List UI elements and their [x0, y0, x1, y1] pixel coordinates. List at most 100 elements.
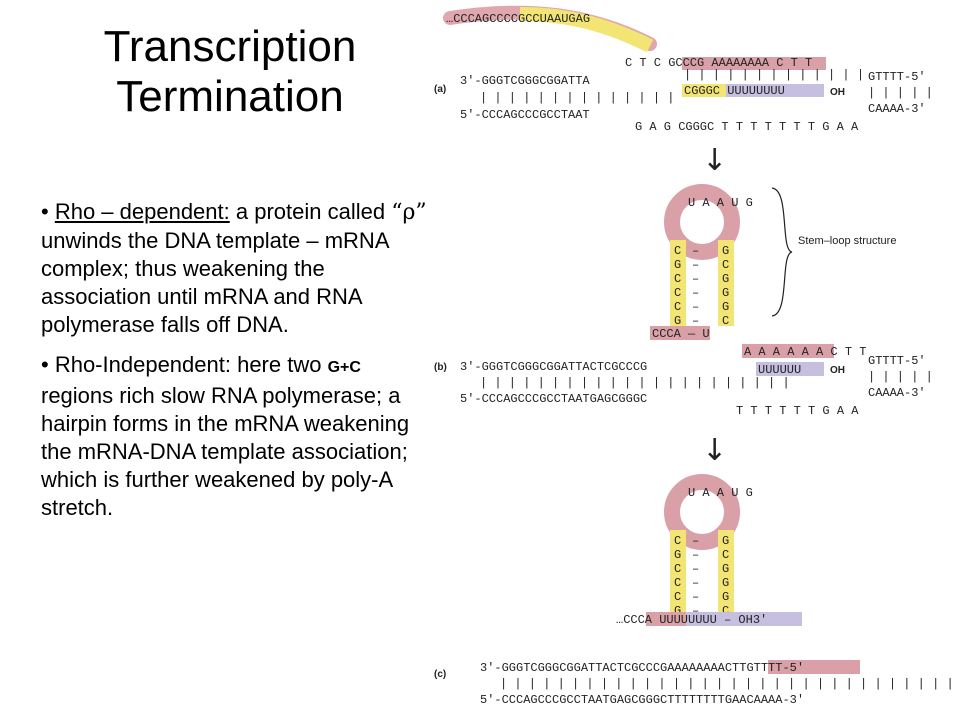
- bullet-text-part: Rho-Independent: here two: [54, 352, 328, 377]
- stem-pair-dash: –: [692, 314, 699, 328]
- rna-ribbon-yellow: [519, 7, 654, 53]
- stem-left-c: [670, 530, 686, 618]
- stem-pair-dash: –: [692, 548, 699, 562]
- stem-pair-dash: –: [692, 300, 699, 314]
- stem-base-right: G: [722, 300, 729, 314]
- stem-base-right: G: [722, 590, 729, 604]
- panel-c: (c) U A A U G C–G–C–C–C–G–GCGGGC …CCCA U…: [434, 474, 960, 707]
- poly-a-highlight-c: [768, 660, 860, 674]
- rna-sequence-a: …CCCAGCCCCGCCUAAUGAG: [446, 12, 590, 26]
- stem-base-left: G: [674, 258, 681, 272]
- poly-a-highlight-a: [682, 57, 826, 70]
- stem-left-b: [670, 240, 686, 326]
- tail-pink-c: [646, 612, 686, 626]
- stem-base-left: G: [674, 314, 681, 328]
- oh-label-b: OH: [830, 365, 845, 376]
- stem-loop-annotation: Stem–loop structure: [798, 235, 896, 247]
- stem-bases-b: C–G–C–C–C–G–GCGGGC: [674, 244, 729, 328]
- bullet-rho-dependent: • Rho – dependent: a protein called “ρ” …: [41, 199, 427, 337]
- oh-label-a: OH: [830, 87, 845, 98]
- template-top-c: 3'-GGGTCGGGCGGATTACTCGCCCGAAAAAAAACTTGTT…: [480, 661, 804, 675]
- right-bottom-b: CAAAA-3': [868, 386, 926, 400]
- stem-right-b: [718, 240, 734, 326]
- tail-poly-u-c: [686, 612, 802, 626]
- stem-base-left: C: [674, 244, 681, 258]
- stem-base-right: G: [722, 562, 729, 576]
- stem-base-left: C: [674, 534, 681, 548]
- stem-base-b: CCCA — U: [652, 327, 710, 341]
- stem-base-right: G: [722, 244, 729, 258]
- coding-bottom-c: 5'-CCCAGCCCGCCTAATGAGCGGGCTTTTTTTTGAACAA…: [480, 693, 804, 707]
- panel-a: (a) …CCCAGCCCCGCCUAAUGAG C T C GCCCG AAA…: [434, 5, 933, 134]
- template-top-b: 3'-GGGTCGGGCGGATTACTCGCCCG: [460, 360, 647, 374]
- stem-base-right: C: [722, 604, 729, 618]
- base-pair-ticks-b: | | | | | | | | | | | | | | | | | | | | …: [480, 376, 790, 390]
- stem-pair-dash: –: [692, 590, 699, 604]
- bottom-strand-a: G A G CGGGC T T T T T T T G A A: [635, 120, 859, 134]
- panel-b: (b) U A A U G C–G–C–C–C–G–GCGGGC CCCA — …: [434, 184, 933, 418]
- stem-base-left: G: [674, 604, 681, 618]
- panel-c-label: (c): [434, 669, 446, 680]
- stem-base-left: C: [674, 300, 681, 314]
- stem-base-right: G: [722, 576, 729, 590]
- template-top-a: 3'-GGGTCGGGCGGATTA: [460, 74, 590, 88]
- arrow-down-icon: ↓: [702, 433, 727, 468]
- bullet-rho-independent: • Rho-Independent: here two G+C regions …: [41, 352, 410, 520]
- rna-paired-a: CGGGC UUUUUUUU: [684, 84, 785, 98]
- rho-symbol: “ρ”: [391, 200, 427, 225]
- stem-base-right: G: [722, 286, 729, 300]
- poly-u-highlight-b: [756, 362, 824, 376]
- stem-pair-dash: –: [692, 258, 699, 272]
- loop-seq-b: U A A U G: [688, 196, 753, 210]
- arrow-down-icon: ↓: [702, 143, 727, 178]
- bullet-text-part: regions rich slow RNA polymerase; a hair…: [41, 383, 410, 520]
- stem-base-left: C: [674, 562, 681, 576]
- bullet-text-part: a protein called: [229, 199, 392, 224]
- stem-base-right: C: [722, 258, 729, 272]
- loop-b: [664, 184, 740, 260]
- panel-a-label: (a): [434, 84, 446, 95]
- stem-pair-dash: –: [692, 244, 699, 258]
- stem-pair-dash: –: [692, 604, 699, 618]
- base-pair-ticks-c: | | | | | | | | | | | | | | | | | | | | …: [500, 677, 960, 691]
- termination-figure: (a) …CCCAGCCCCGCCUAAUGAG C T C GCCCG AAA…: [420, 0, 960, 720]
- stem-base-right: G: [722, 534, 729, 548]
- title-line-2: Termination: [116, 72, 344, 121]
- bubble-top-b: A A A A A A C T T: [744, 345, 866, 359]
- stem-base-left: C: [674, 590, 681, 604]
- stem-base-left: G: [674, 548, 681, 562]
- stem-base-left: C: [674, 286, 681, 300]
- bullet-list: • Rho – dependent: a protein called “ρ” …: [41, 198, 431, 534]
- stem-pair-dash: –: [692, 534, 699, 548]
- gc-highlight-a: [682, 84, 726, 97]
- coding-bottom-a: 5'-CCCAGCCCGCCTAAT: [460, 108, 590, 122]
- right-ticks-b: | | | | |: [868, 370, 933, 384]
- stem-base-left: C: [674, 272, 681, 286]
- bubble-top-a: C T C GCCCG AAAAAAAA C T T: [625, 56, 812, 70]
- stem-pair-dash: –: [692, 286, 699, 300]
- gc-label: G+C: [327, 359, 361, 376]
- stem-base-right: C: [722, 548, 729, 562]
- rna-paired-b: UUUUUU: [758, 363, 801, 377]
- bullet-text-part: unwinds the DNA template – mRNA complex;…: [41, 228, 389, 337]
- loop-c: [664, 474, 740, 550]
- right-bottom-a: CAAAA-3': [868, 102, 926, 116]
- stem-base-right: C: [722, 314, 729, 328]
- panel-b-label: (b): [434, 362, 447, 373]
- stem-right-c: [718, 530, 734, 618]
- poly-u-highlight-a: [726, 84, 824, 97]
- stem-pair-dash: –: [692, 576, 699, 590]
- stem-pair-dash: –: [692, 562, 699, 576]
- bottom-strand-b: T T T T T T G A A: [736, 404, 859, 418]
- loop-seq-c: U A A U G: [688, 486, 753, 500]
- poly-a-highlight-b: [742, 344, 834, 358]
- stem-pair-dash: –: [692, 272, 699, 286]
- right-top-b: GTTTT-5': [868, 354, 926, 368]
- right-ticks-a: | | | | |: [868, 86, 933, 100]
- hybrid-ticks-a: | | | | | | | | | | | | |: [684, 68, 864, 82]
- stem-base-left: C: [674, 576, 681, 590]
- stem-base-right: G: [722, 272, 729, 286]
- stem-loop-brace: [771, 187, 793, 317]
- stem-base-highlight-b: [650, 326, 710, 340]
- title-line-1: Transcription: [103, 22, 357, 71]
